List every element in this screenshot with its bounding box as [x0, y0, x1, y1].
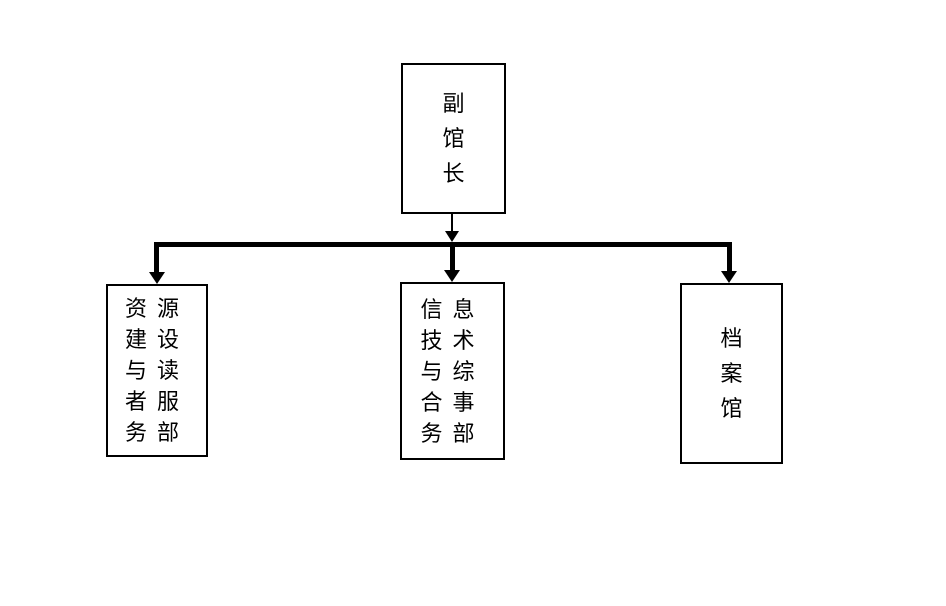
arrow-down-icon — [149, 272, 165, 284]
org-box-text-line: 与综 — [420, 358, 485, 384]
org-box-text-line: 档 — [720, 326, 743, 351]
org-box-text-line: 合事 — [420, 389, 485, 415]
org-box-text-line: 者服 — [124, 389, 189, 414]
connector-root-stem-line — [451, 214, 453, 231]
connector-left-drop-line — [154, 247, 159, 272]
org-box-text-line: 资源 — [124, 296, 189, 321]
org-box-archives: 档 案 馆 — [680, 283, 783, 464]
connector-middle-drop-line — [450, 247, 455, 270]
arrow-down-icon — [445, 231, 459, 242]
org-box-text-line: 技术 — [420, 327, 485, 353]
connector-horizontal-bar — [154, 242, 732, 247]
org-box-resource-reader-services-dept: 资源 建设 与读 者服 务部 — [106, 284, 208, 457]
org-box-text-line: 建设 — [124, 327, 189, 352]
org-box-text-line: 副 — [442, 91, 465, 116]
org-box-text-line: 馆 — [720, 396, 743, 421]
org-box-info-tech-general-affairs-dept: 信息 技术 与综 合事 务部 — [400, 282, 505, 460]
org-box-text-line: 务部 — [124, 420, 189, 445]
org-box-text-line: 务部 — [420, 420, 485, 446]
connector-right-drop-line — [727, 247, 732, 271]
org-box-text-line: 馆 — [442, 126, 465, 151]
org-box-text-line: 长 — [442, 161, 465, 186]
arrow-down-icon — [444, 270, 460, 282]
org-box-deputy-director: 副 馆 长 — [401, 63, 506, 214]
org-box-text-line: 信息 — [420, 296, 485, 322]
org-box-text-line: 案 — [720, 361, 743, 386]
arrow-down-icon — [721, 271, 737, 283]
org-box-text-line: 与读 — [124, 358, 189, 383]
